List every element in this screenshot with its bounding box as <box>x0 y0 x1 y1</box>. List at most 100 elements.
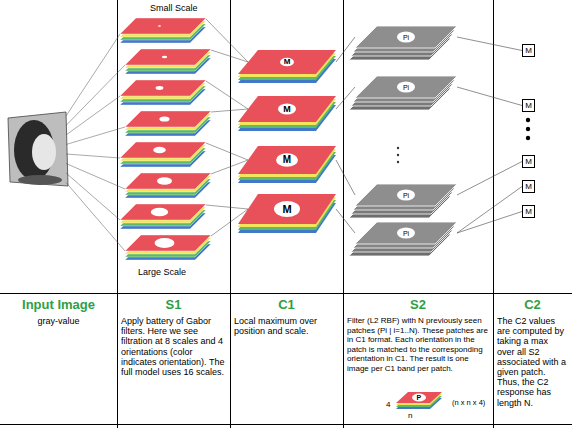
gabor-response <box>156 86 164 90</box>
gabor-layer <box>125 173 211 189</box>
ellipsis-dot <box>397 161 399 163</box>
connector-line <box>457 37 522 51</box>
connector-line <box>457 212 522 234</box>
gabor-response <box>158 25 161 27</box>
layer-sheet <box>355 26 457 48</box>
gabor-response <box>155 238 175 248</box>
s2-patch-map: Pi <box>355 76 457 98</box>
scale-label: Small Scale <box>150 4 198 13</box>
stage-description: gray-value <box>4 316 113 326</box>
stage-title: S2 <box>347 297 489 312</box>
input-fan-line <box>66 96 120 135</box>
gabor-layer <box>120 142 206 158</box>
pooling-line <box>206 19 248 62</box>
max-label: M <box>523 206 534 217</box>
pooling-line <box>211 50 248 62</box>
connector-line <box>457 187 522 234</box>
layer-sheet <box>238 146 336 174</box>
patch-label: Pi <box>355 26 457 48</box>
stage-caption: S1Apply battery of Gabor filters. Here w… <box>121 295 226 422</box>
stage-description: Apply battery of Gabor filters. Here we … <box>121 316 226 377</box>
gabor-layer <box>125 235 211 251</box>
ellipsis-dot <box>526 136 530 140</box>
patch-label: Pi <box>355 76 457 98</box>
column-rule <box>493 0 494 428</box>
patch-name: P <box>417 394 422 401</box>
gabor-layer <box>120 18 206 34</box>
layer-sheet <box>238 96 336 122</box>
max-label: M <box>523 181 534 192</box>
gabor-layer <box>120 204 206 220</box>
c1-map: M <box>238 50 336 74</box>
s2-patch-map: Pi <box>355 222 457 244</box>
connector-line <box>336 209 355 233</box>
patch-label: Pi <box>355 222 457 244</box>
gabor-response <box>159 116 169 121</box>
column-rule <box>343 0 344 428</box>
input-photo <box>8 112 68 186</box>
input-fan-line <box>66 173 120 220</box>
photo-shoulder <box>18 175 62 185</box>
input-fan-line <box>66 154 120 158</box>
gabor-response <box>162 56 167 59</box>
ellipsis-dot <box>526 127 530 131</box>
input-fan-line <box>66 127 125 145</box>
ellipsis-dot <box>397 154 399 156</box>
connector-line <box>336 37 355 62</box>
patch-dimension: n <box>408 412 412 420</box>
pooling-line <box>211 109 248 112</box>
layer-sheet <box>238 50 336 74</box>
ellipsis-dot <box>397 147 399 149</box>
stage-description: Filter (L2 RBF) with N previously seen p… <box>347 316 489 373</box>
connector-line <box>457 87 522 106</box>
c1-map: M <box>238 96 336 122</box>
input-fan-line <box>66 65 125 126</box>
max-label: M <box>238 194 336 224</box>
gabor-response <box>153 147 166 153</box>
c2-max-box: M <box>522 205 535 218</box>
pooling-line <box>206 143 248 160</box>
gabor-layer <box>125 111 211 127</box>
column-rule <box>230 0 231 428</box>
stage-caption: Input Image gray-value <box>4 295 113 422</box>
row-rule <box>0 293 572 294</box>
s2-patch-map: Pi <box>355 26 457 48</box>
c2-max-box: M <box>522 155 535 168</box>
row-rule <box>0 424 572 425</box>
column-rule <box>117 0 118 428</box>
input-fan-line <box>66 34 120 116</box>
input-fan-line <box>66 183 125 252</box>
stage-title: S1 <box>121 297 226 312</box>
stage-title: Input Image <box>4 297 113 312</box>
layer-sheet <box>355 184 457 206</box>
input-fan-line <box>66 164 125 190</box>
patch-blob <box>412 394 426 402</box>
max-label: M <box>523 100 534 111</box>
pooling-line <box>206 81 248 109</box>
stage-title: C1 <box>234 297 339 312</box>
connector-line <box>336 87 355 109</box>
stage-title: C2 <box>497 297 568 312</box>
ellipsis-dot <box>526 118 530 122</box>
patch-label: Pi <box>355 184 457 206</box>
c1-map: M <box>238 194 336 224</box>
max-label: M <box>238 50 336 74</box>
max-label: M <box>238 96 336 122</box>
pooling-line <box>206 205 248 209</box>
max-label: M <box>523 156 534 167</box>
layer-sheet <box>238 194 336 224</box>
c2-max-box: M <box>522 44 535 57</box>
c2-max-box: M <box>522 180 535 193</box>
patch-dimension: 4 <box>386 401 390 409</box>
gabor-response <box>157 177 172 185</box>
stage-caption: C1Local maximum over position and scale. <box>234 295 339 422</box>
patch-size: (n x n x 4) <box>452 399 485 407</box>
s2-patch-map: Pi <box>355 184 457 206</box>
photo-face <box>32 134 56 170</box>
stage-description: Local maximum over position and scale. <box>234 316 339 336</box>
layer-sheet <box>355 222 457 244</box>
gabor-layer <box>120 80 206 96</box>
max-label: M <box>238 146 336 174</box>
max-label: M <box>523 45 534 56</box>
